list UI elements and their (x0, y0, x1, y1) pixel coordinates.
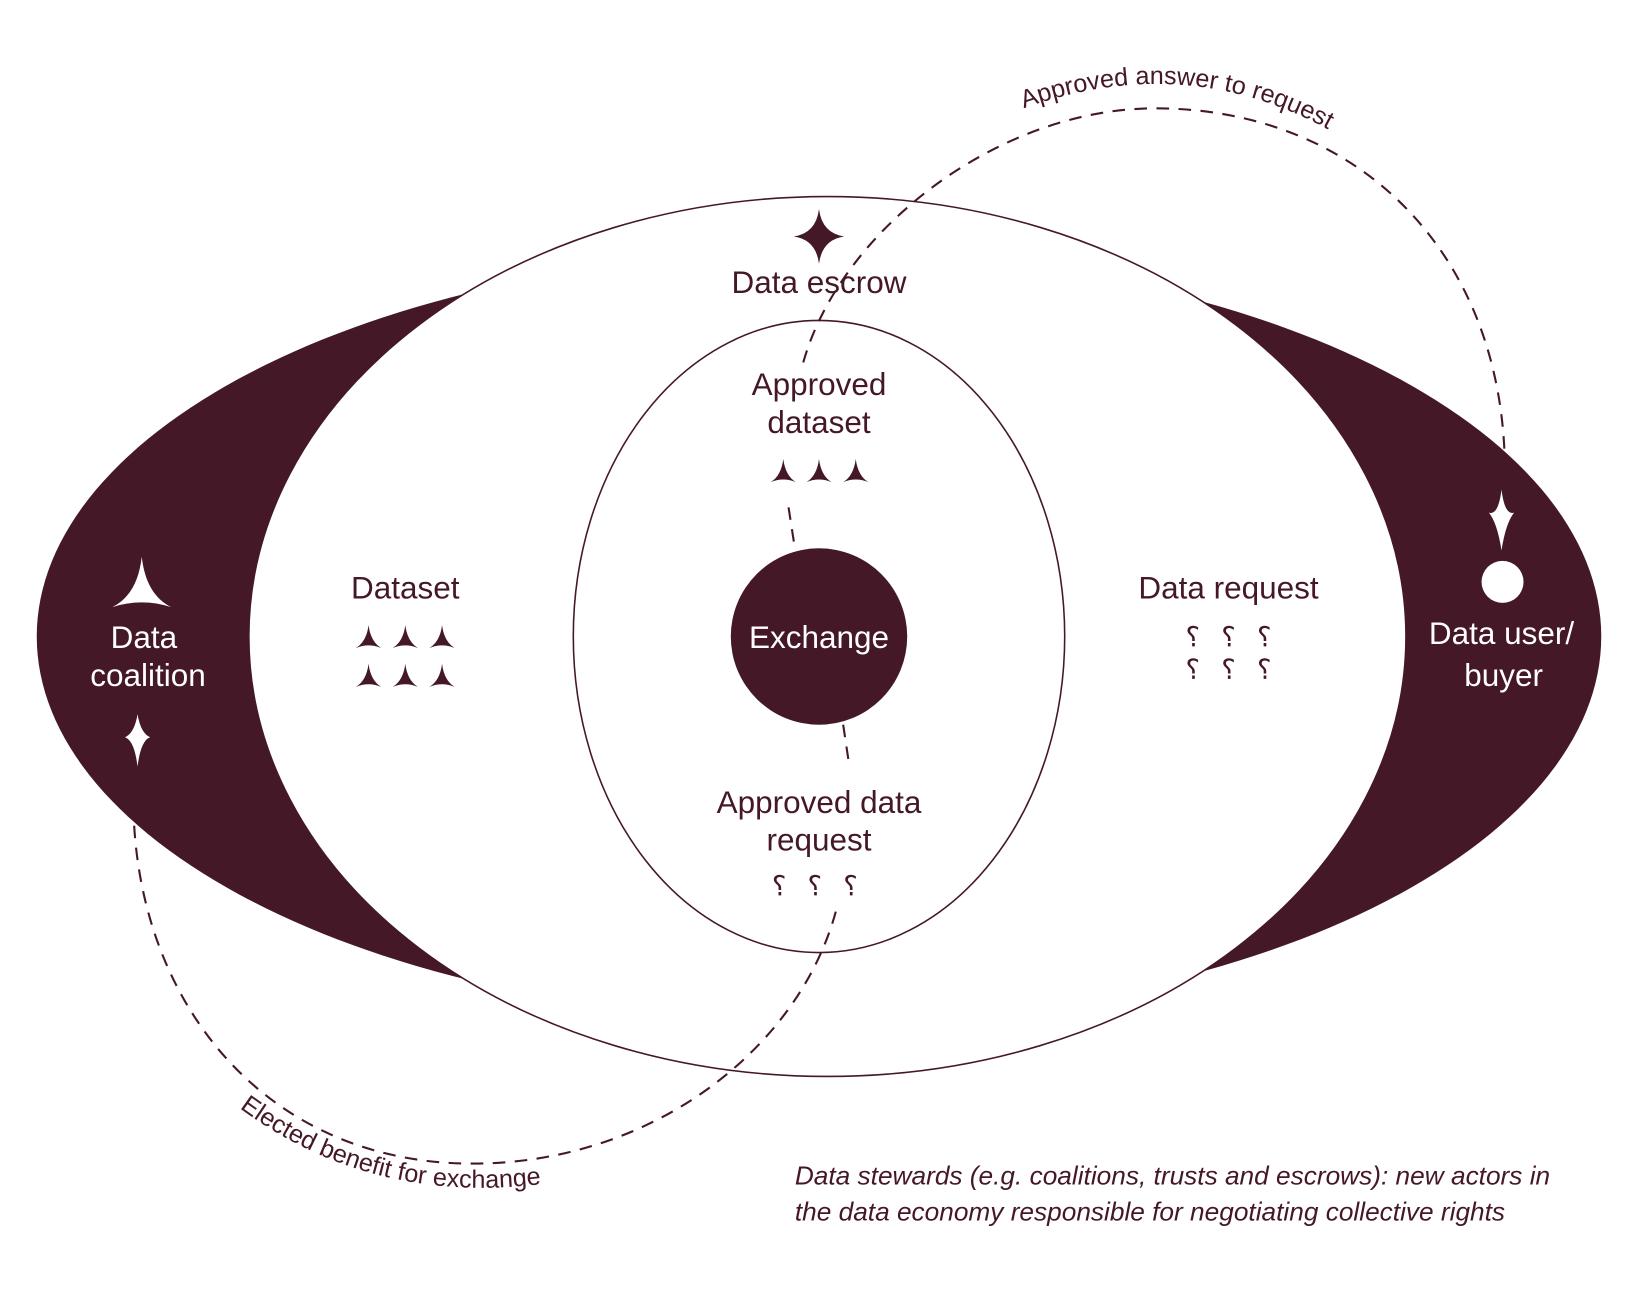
elected-benefit-flow-inner (842, 724, 851, 767)
request-glyph-icon: ⸮ (808, 871, 823, 902)
dataset-label: Dataset (351, 570, 460, 606)
request-glyph-icon: ⸮ (1186, 655, 1201, 686)
request-glyph-icon: ⸮ (843, 871, 857, 902)
approved-dataset-label-2: dataset (767, 404, 871, 440)
user-arrow-sparkle-icon (1488, 489, 1515, 551)
flow-label-bottom: Elected benefit for exchange (236, 1090, 542, 1194)
approved-dataset-label-1: Approved (752, 366, 887, 402)
data-user-label-1: Data user/ (1429, 615, 1574, 651)
caption-line-1: Data stewards (e.g. coalitions, trusts a… (795, 1161, 1550, 1191)
request-glyph-icon: ⸮ (1186, 622, 1201, 653)
coalition-sparkle-icon (124, 714, 151, 767)
data-coalition-label-1: Data (111, 619, 178, 655)
request-glyph-icon: ⸮ (1221, 655, 1236, 686)
data-escrow-label: Data escrow (732, 264, 907, 300)
exchange-label: Exchange (749, 619, 889, 655)
data-coalition-label-2: coalition (90, 657, 206, 693)
request-glyph-icon: ⸮ (1257, 655, 1272, 686)
approved-answer-flow (802, 107, 1506, 489)
data-request-label: Data request (1138, 570, 1319, 606)
elected-benefit-flow (132, 792, 837, 1165)
user-dot-icon (1481, 560, 1524, 603)
approved-data-request-label-2: request (766, 822, 871, 858)
coalition-triangle-icon (112, 556, 172, 608)
flow-label-top: Approved answer to request (1017, 62, 1339, 135)
caption-line-2: the data economy responsible for negotia… (795, 1196, 1505, 1226)
approved-data-request-label-1: Approved data (717, 784, 922, 820)
exchange-node (730, 548, 908, 725)
approved-answer-flow-inner (787, 507, 796, 549)
request-glyph-icon: ⸮ (1221, 622, 1236, 653)
request-glyph-icon: ⸮ (772, 871, 787, 902)
request-glyph-icon: ⸮ (1257, 622, 1272, 653)
data-user-label-2: buyer (1464, 657, 1543, 693)
escrow-sparkle-icon (793, 209, 845, 264)
